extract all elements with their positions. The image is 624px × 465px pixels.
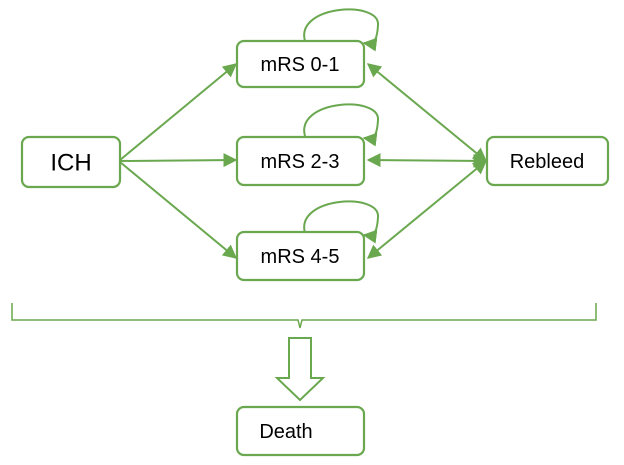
node-rebleed: Rebleed (485, 135, 610, 187)
self-loop-mrs01 (303, 8, 380, 52)
node-death-label: Death (259, 421, 312, 443)
node-mrs45-label: mRS 4-5 (261, 246, 340, 268)
self-loop-mrs45 (303, 200, 380, 244)
edge-ich-to-mrs23 (119, 153, 238, 168)
group-bracket (11, 303, 597, 329)
edge-ich-to-mrs45 (119, 161, 238, 259)
node-ich-label: ICH (50, 150, 91, 177)
edge-ich-to-mrs01 (119, 63, 238, 161)
edge-mrs45-rebleed (366, 160, 488, 259)
edge-mrs23-rebleed (366, 153, 488, 168)
node-mrs23: mRS 2-3 (235, 135, 366, 187)
node-death: Death (235, 405, 366, 457)
node-mrs45: mRS 4-5 (235, 230, 366, 282)
edge-mrs01-rebleed (366, 63, 488, 162)
node-rebleed-label: Rebleed (510, 151, 585, 173)
node-mrs01: mRS 0-1 (235, 39, 366, 89)
node-mrs01-label: mRS 0-1 (261, 54, 340, 76)
node-mrs23-label: mRS 2-3 (261, 151, 340, 173)
down-arrow-to-death (274, 337, 326, 402)
self-loop-mrs23 (303, 103, 380, 147)
node-ich: ICH (20, 135, 122, 189)
